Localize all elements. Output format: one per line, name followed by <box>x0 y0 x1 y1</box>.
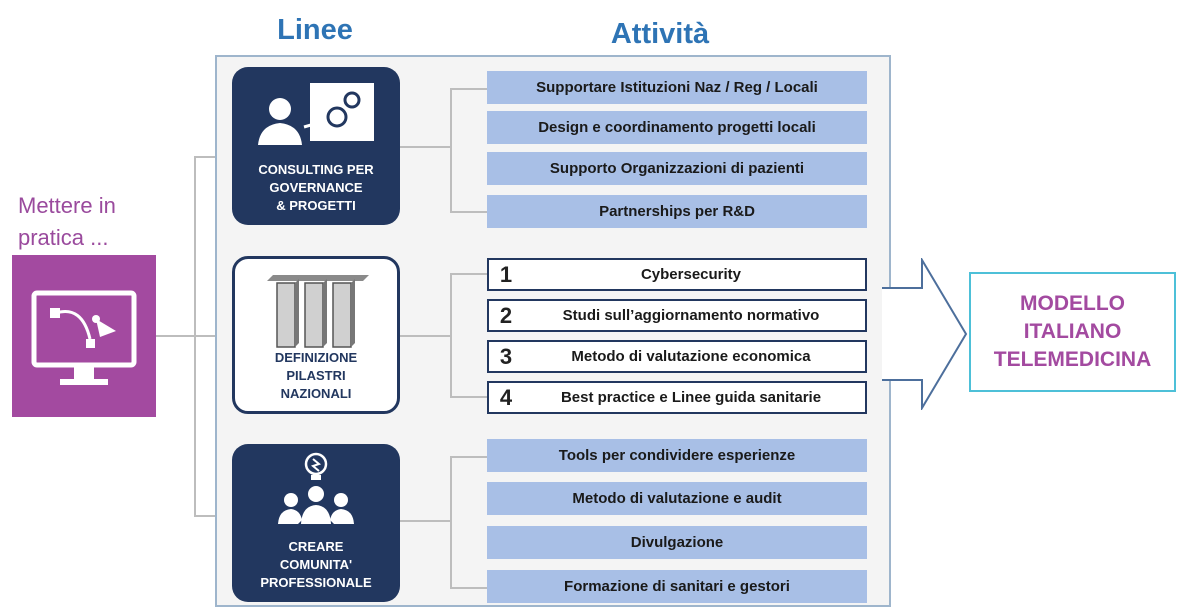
practice-icon-box <box>12 255 156 417</box>
connector-bottom <box>194 515 232 517</box>
activity-bottom-2: Metodo di valutazione e audit <box>487 482 867 515</box>
connector-main <box>156 335 196 337</box>
lead-text: Mettere in pratica ... <box>18 190 198 254</box>
bracket-bottom-vertical <box>450 456 452 588</box>
bracket-mid-lower <box>450 396 488 398</box>
result-line-1: MODELLO <box>1020 292 1125 315</box>
bracket-top-vertical <box>450 88 452 212</box>
pillar-number: 2 <box>499 302 513 328</box>
category-pilastri-label: DEFINIZIONE PILASTRI NAZIONALI <box>274 350 358 401</box>
pillar-text: Metodo di valutazione economica <box>571 348 811 365</box>
activity-top-3: Supporto Organizzazioni di pazienti <box>487 152 867 185</box>
bracket-bottom-upper <box>450 456 488 458</box>
category-comunita-label: CREARE COMUNITA' PROFESSIONALE <box>260 539 372 590</box>
community-lightbulb-icon <box>278 452 354 524</box>
activity-bottom-4: Formazione di sanitari e gestori <box>487 570 867 603</box>
category-consulting-label: CONSULTING PER GOVERNANCE & PROGETTI <box>258 162 374 213</box>
activity-top-2: Design e coordinamento progetti locali <box>487 111 867 144</box>
pillars-icon <box>267 275 369 348</box>
bracket-top-stem <box>400 146 452 148</box>
activity-bottom-3: Divulgazione <box>487 526 867 559</box>
pillar-number: 4 <box>499 384 513 410</box>
result-line-3: TELEMEDICINA <box>993 348 1152 371</box>
connector-mid <box>194 335 232 337</box>
bracket-top-lower <box>450 211 488 213</box>
activity-bottom-1: Tools per condividere esperienze <box>487 439 867 472</box>
pillar-item-3: 3 Metodo di valutazione economica <box>487 340 867 373</box>
result-box: MODELLO ITALIANO TELEMEDICINA <box>969 272 1176 392</box>
bracket-bottom-lower <box>450 587 488 589</box>
connector-top <box>194 156 232 158</box>
result-line-2: ITALIANO <box>1023 320 1122 343</box>
bracket-mid-upper <box>450 273 488 275</box>
consultant-gears-icon <box>258 83 374 145</box>
bracket-mid-vertical <box>450 273 452 397</box>
bracket-mid-stem <box>400 335 452 337</box>
monitor-vector-icon <box>31 290 137 385</box>
pillar-number: 1 <box>499 261 513 287</box>
activity-top-1: Supportare Istituzioni Naz / Reg / Local… <box>487 71 867 104</box>
pillar-item-4: 4 Best practice e Linee guida sanitarie <box>487 381 867 414</box>
pillar-number: 3 <box>499 343 513 369</box>
bracket-bottom-stem <box>400 520 452 522</box>
bracket-top-upper <box>450 88 488 90</box>
lead-line-2: pratica ... <box>18 225 109 250</box>
activity-top-4: Partnerships per R&D <box>487 195 867 228</box>
lead-line-1: Mettere in <box>18 193 116 218</box>
category-consulting: CONSULTING PER GOVERNANCE & PROGETTI <box>232 67 400 225</box>
right-arrow-icon <box>882 258 968 410</box>
column-title-linee: Linee <box>277 14 353 46</box>
pillar-text: Studi sull’aggiornamento normativo <box>562 307 820 324</box>
pillar-item-1: 1 Cybersecurity <box>487 258 867 291</box>
category-pilastri: DEFINIZIONE PILASTRI NAZIONALI <box>232 256 400 414</box>
pillar-text: Best practice e Linee guida sanitarie <box>560 389 822 406</box>
category-comunita: CREARE COMUNITA' PROFESSIONALE <box>232 444 400 602</box>
pillar-text: Cybersecurity <box>640 266 742 283</box>
column-title-attivita: Attività <box>610 18 710 50</box>
pillar-item-2: 2 Studi sull’aggiornamento normativo <box>487 299 867 332</box>
